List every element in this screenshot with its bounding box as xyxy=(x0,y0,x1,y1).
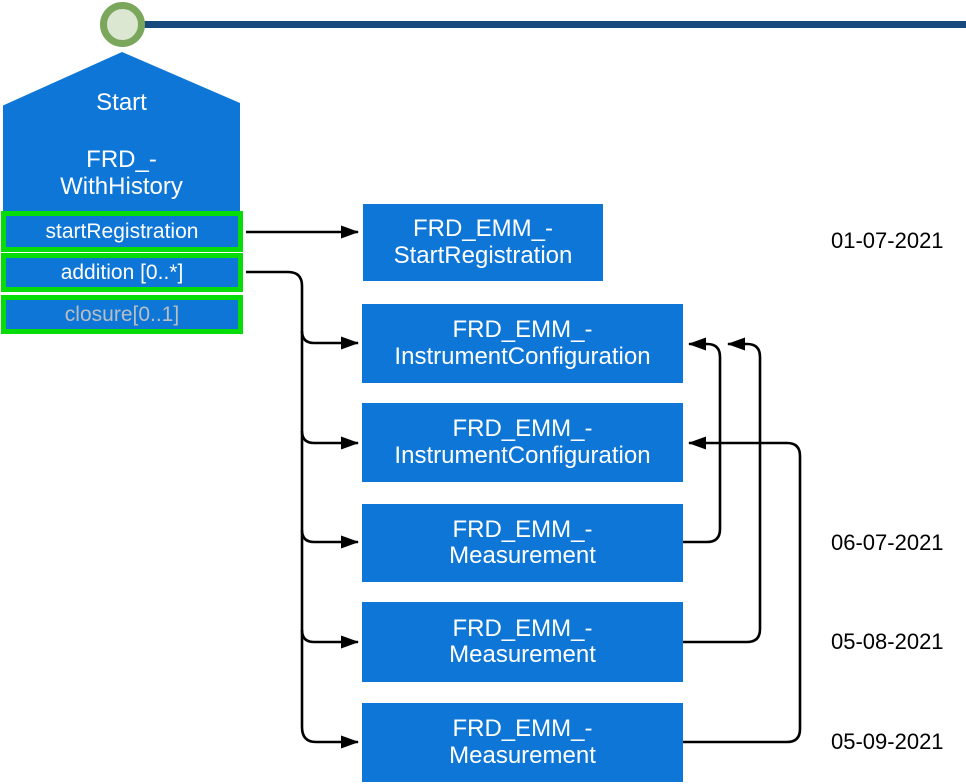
initial-state-icon[interactable] xyxy=(100,2,145,47)
slot-label: startRegistration xyxy=(45,219,199,243)
connector-addition-branch-4 xyxy=(300,629,359,649)
connector-measurement2-to-config1 xyxy=(683,337,762,644)
timeline-line xyxy=(141,21,966,28)
connector-addition-branch-2 xyxy=(300,430,359,450)
connector-addition-branch-5 xyxy=(300,726,359,749)
slot-addition[interactable]: addition [0..*] xyxy=(1,253,243,292)
event-box-line2: StartRegistration xyxy=(393,241,573,269)
event-box-instrument-configuration-1[interactable]: FRD_EMM_- InstrumentConfiguration xyxy=(362,304,683,383)
slot-start-registration[interactable]: startRegistration xyxy=(1,211,243,252)
start-node-name: FRD_- WithHistory xyxy=(3,146,240,200)
event-box-line1: FRD_EMM_- xyxy=(452,316,593,343)
event-box-line2: Measurement xyxy=(449,741,596,769)
event-box-start-registration[interactable]: FRD_EMM_- StartRegistration xyxy=(363,204,603,281)
event-box-line2: InstrumentConfiguration xyxy=(394,441,651,469)
event-box-measurement-2[interactable]: FRD_EMM_- Measurement xyxy=(362,602,683,682)
date-label-2: 06-07-2021 xyxy=(831,530,944,555)
start-node-name-line1: FRD_- xyxy=(86,146,157,173)
connector-addition-trunk xyxy=(246,270,304,727)
event-box-line1: FRD_EMM_- xyxy=(412,215,553,242)
event-box-line1: FRD_EMM_- xyxy=(452,614,593,642)
event-box-line2: InstrumentConfiguration xyxy=(394,342,651,370)
event-box-measurement-3[interactable]: FRD_EMM_- Measurement xyxy=(362,703,683,782)
connector-addition-branch-1 xyxy=(300,330,359,350)
event-box-line1: FRD_EMM_- xyxy=(452,515,593,543)
slot-label: closure[0..1] xyxy=(64,302,180,326)
date-label-4: 05-09-2021 xyxy=(831,729,944,754)
start-node[interactable]: Start FRD_- WithHistory xyxy=(3,52,240,214)
start-node-name-line2: WithHistory xyxy=(60,173,183,200)
connector-measurement3-to-config2 xyxy=(683,436,802,744)
event-box-measurement-1[interactable]: FRD_EMM_- Measurement xyxy=(362,504,683,582)
connector-addition-branch-3 xyxy=(300,529,359,549)
event-box-line2: Measurement xyxy=(449,641,596,668)
slot-label: addition [0..*] xyxy=(60,260,184,284)
event-box-instrument-configuration-2[interactable]: FRD_EMM_- InstrumentConfiguration xyxy=(362,403,683,482)
start-node-title: Start xyxy=(96,89,147,116)
event-box-line1: FRD_EMM_- xyxy=(452,415,593,442)
date-label-3: 05-08-2021 xyxy=(831,629,944,654)
slot-closure[interactable]: closure[0..1] xyxy=(1,295,243,334)
event-box-line2: Measurement xyxy=(449,542,596,569)
event-box-line1: FRD_EMM_- xyxy=(452,715,593,742)
connector-measurement1-to-config1 xyxy=(683,337,722,544)
date-label-1: 01-07-2021 xyxy=(831,228,944,253)
